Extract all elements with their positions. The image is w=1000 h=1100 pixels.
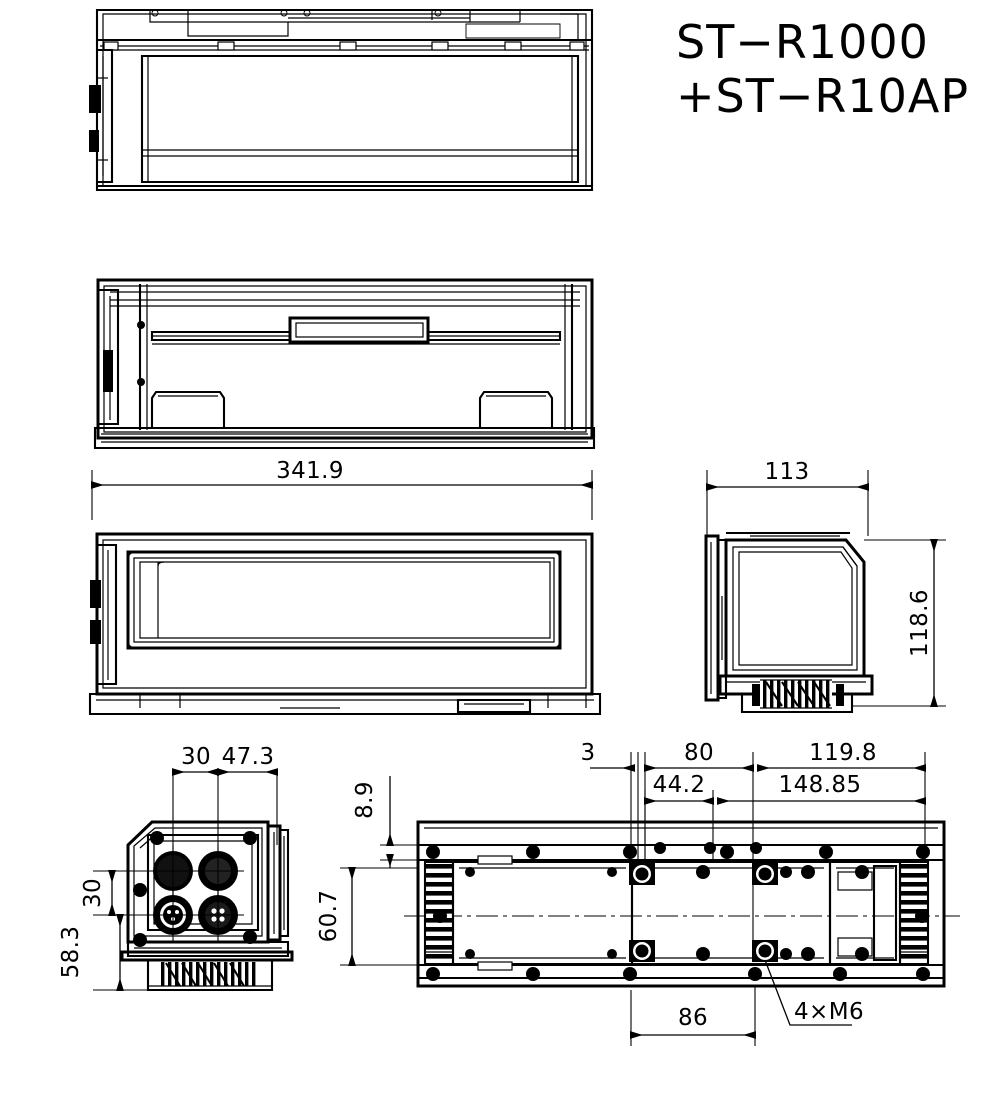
dimension-label-148-85: 148.85	[779, 772, 862, 798]
title-line-1: ST−R1000	[676, 15, 929, 69]
dimension-bottom-row-2: 44.2 148.85	[644, 772, 926, 862]
front-view	[88, 532, 602, 716]
dimension-overall-width: 113	[706, 459, 869, 536]
dimension-label-118-6: 118.6	[907, 589, 933, 657]
dimension-overall-height: 118.6	[852, 539, 946, 707]
dimension-label-3: 3	[580, 740, 595, 766]
dimension-label-113: 113	[764, 459, 809, 485]
dimension-86: 86	[630, 985, 756, 1046]
dimension-label-86: 86	[678, 1005, 708, 1031]
inner-screws	[433, 842, 929, 961]
dimension-label-119-8: 119.8	[809, 740, 877, 766]
dimension-label-30-y: 30	[80, 878, 106, 908]
bottom-view	[404, 820, 960, 988]
dimension-connector-vertical: 30 58.3	[58, 870, 173, 991]
dimension-label-44-2: 44.2	[653, 772, 706, 798]
m6-mount-pads	[629, 863, 778, 962]
connector-ports	[147, 845, 244, 941]
connector-end-view	[120, 820, 294, 992]
dimension-bottom-vertical: 8.9 60.7	[316, 776, 418, 966]
dimension-label-47-3: 47.3	[222, 744, 275, 770]
dimension-label-8-9: 8.9	[352, 781, 378, 819]
right-side-view	[704, 531, 874, 714]
dimension-label-60-7: 60.7	[316, 890, 342, 943]
dimension-label-341-9: 341.9	[276, 458, 344, 484]
corner-screws	[133, 831, 257, 947]
dimension-label-30-x: 30	[181, 744, 211, 770]
outer-screws	[426, 845, 930, 981]
dimension-overall-length: 341.9	[91, 458, 593, 520]
thread-callout: 4×M6	[764, 959, 864, 1026]
title-line-2: +ST−R10AP	[676, 69, 969, 123]
dimension-bottom-row-1: 3 80 119.8	[580, 740, 926, 960]
top-view	[89, 8, 594, 192]
dimension-label-58-3: 58.3	[58, 926, 84, 979]
rear-view	[93, 278, 596, 450]
title-block: ST−R1000 +ST−R10AP	[676, 15, 969, 123]
thread-note-label: 4×M6	[794, 999, 864, 1025]
dimension-label-80: 80	[684, 740, 714, 766]
